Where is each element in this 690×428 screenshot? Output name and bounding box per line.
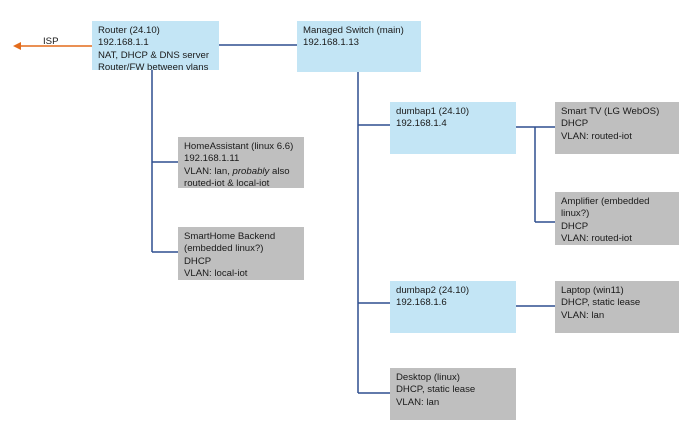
homeassistant-vlan-suffix: also bbox=[269, 165, 290, 177]
laptop-dhcp: DHCP, static lease bbox=[561, 297, 641, 309]
smarthome-os: (embedded linux?) bbox=[184, 243, 264, 255]
desktop-node[interactable]: Desktop (linux) DHCP, static lease VLAN:… bbox=[390, 368, 516, 420]
amplifier-title: Amplifier (embedded bbox=[561, 196, 650, 207]
smarthome-dhcp: DHCP bbox=[184, 255, 212, 267]
homeassistant-vlan: VLAN: lan, probably also bbox=[184, 166, 298, 178]
smarttv-node[interactable]: Smart TV (LG WebOS) DHCP VLAN: routed-io… bbox=[555, 102, 679, 154]
amplifier-vlan: VLAN: routed-iot bbox=[561, 232, 632, 244]
amplifier-dhcp: DHCP bbox=[561, 220, 589, 232]
desktop-vlan: VLAN: lan bbox=[396, 396, 440, 408]
homeassistant-vlan-prefix: VLAN: lan, bbox=[184, 165, 233, 177]
isp-arrow bbox=[13, 42, 92, 50]
dumbap1-ip: 192.168.1.4 bbox=[396, 118, 447, 130]
smarthome-node[interactable]: SmartHome Backend (embedded linux?) DHCP… bbox=[178, 227, 304, 280]
router-title: Router (24.10) bbox=[98, 25, 160, 36]
smarthome-vlan: VLAN: local-iot bbox=[184, 267, 248, 279]
router-services: NAT, DHCP & DNS server bbox=[98, 49, 210, 61]
switch-ip: 192.168.1.13 bbox=[303, 37, 360, 49]
laptop-title: Laptop (win11) bbox=[561, 285, 624, 296]
dumbap2-ip: 192.168.1.6 bbox=[396, 297, 447, 309]
amplifier-os: linux?) bbox=[561, 208, 590, 220]
smarthome-title: SmartHome Backend bbox=[184, 231, 276, 242]
dumbap2-title: dumbap2 (24.10) bbox=[396, 285, 470, 296]
router-node[interactable]: Router (24.10) 192.168.1.1 NAT, DHCP & D… bbox=[92, 21, 219, 73]
homeassistant-vlan-line2: routed-iot & local-iot bbox=[184, 177, 270, 189]
smarttv-dhcp: DHCP bbox=[561, 118, 589, 130]
amplifier-node[interactable]: Amplifier (embedded linux?) DHCP VLAN: r… bbox=[555, 192, 679, 245]
desktop-dhcp: DHCP, static lease bbox=[396, 384, 476, 396]
homeassistant-vlan-emphasis: probably bbox=[232, 165, 270, 177]
isp-label: ISP bbox=[43, 36, 59, 47]
smarttv-title: Smart TV (LG WebOS) bbox=[561, 106, 660, 117]
homeassistant-title: HomeAssistant (linux 6.6) bbox=[184, 141, 294, 152]
switch-node[interactable]: Managed Switch (main) 192.168.1.13 bbox=[297, 21, 421, 72]
smarttv-vlan: VLAN: routed-iot bbox=[561, 130, 632, 142]
dumbap1-node[interactable]: dumbap1 (24.10) 192.168.1.4 bbox=[390, 102, 516, 154]
laptop-vlan: VLAN: lan bbox=[561, 309, 605, 321]
dumbap1-title: dumbap1 (24.10) bbox=[396, 106, 470, 117]
router-ip: 192.168.1.1 bbox=[98, 37, 149, 49]
dumbap2-node[interactable]: dumbap2 (24.10) 192.168.1.6 bbox=[390, 281, 516, 333]
desktop-title: Desktop (linux) bbox=[396, 372, 460, 383]
laptop-node[interactable]: Laptop (win11) DHCP, static lease VLAN: … bbox=[555, 281, 679, 333]
router-role: Router/FW between vlans bbox=[98, 61, 209, 73]
homeassistant-ip: 192.168.1.11 bbox=[184, 153, 240, 165]
homeassistant-node[interactable]: HomeAssistant (linux 6.6) 192.168.1.11 V… bbox=[178, 137, 304, 189]
switch-title: Managed Switch (main) bbox=[303, 25, 404, 36]
